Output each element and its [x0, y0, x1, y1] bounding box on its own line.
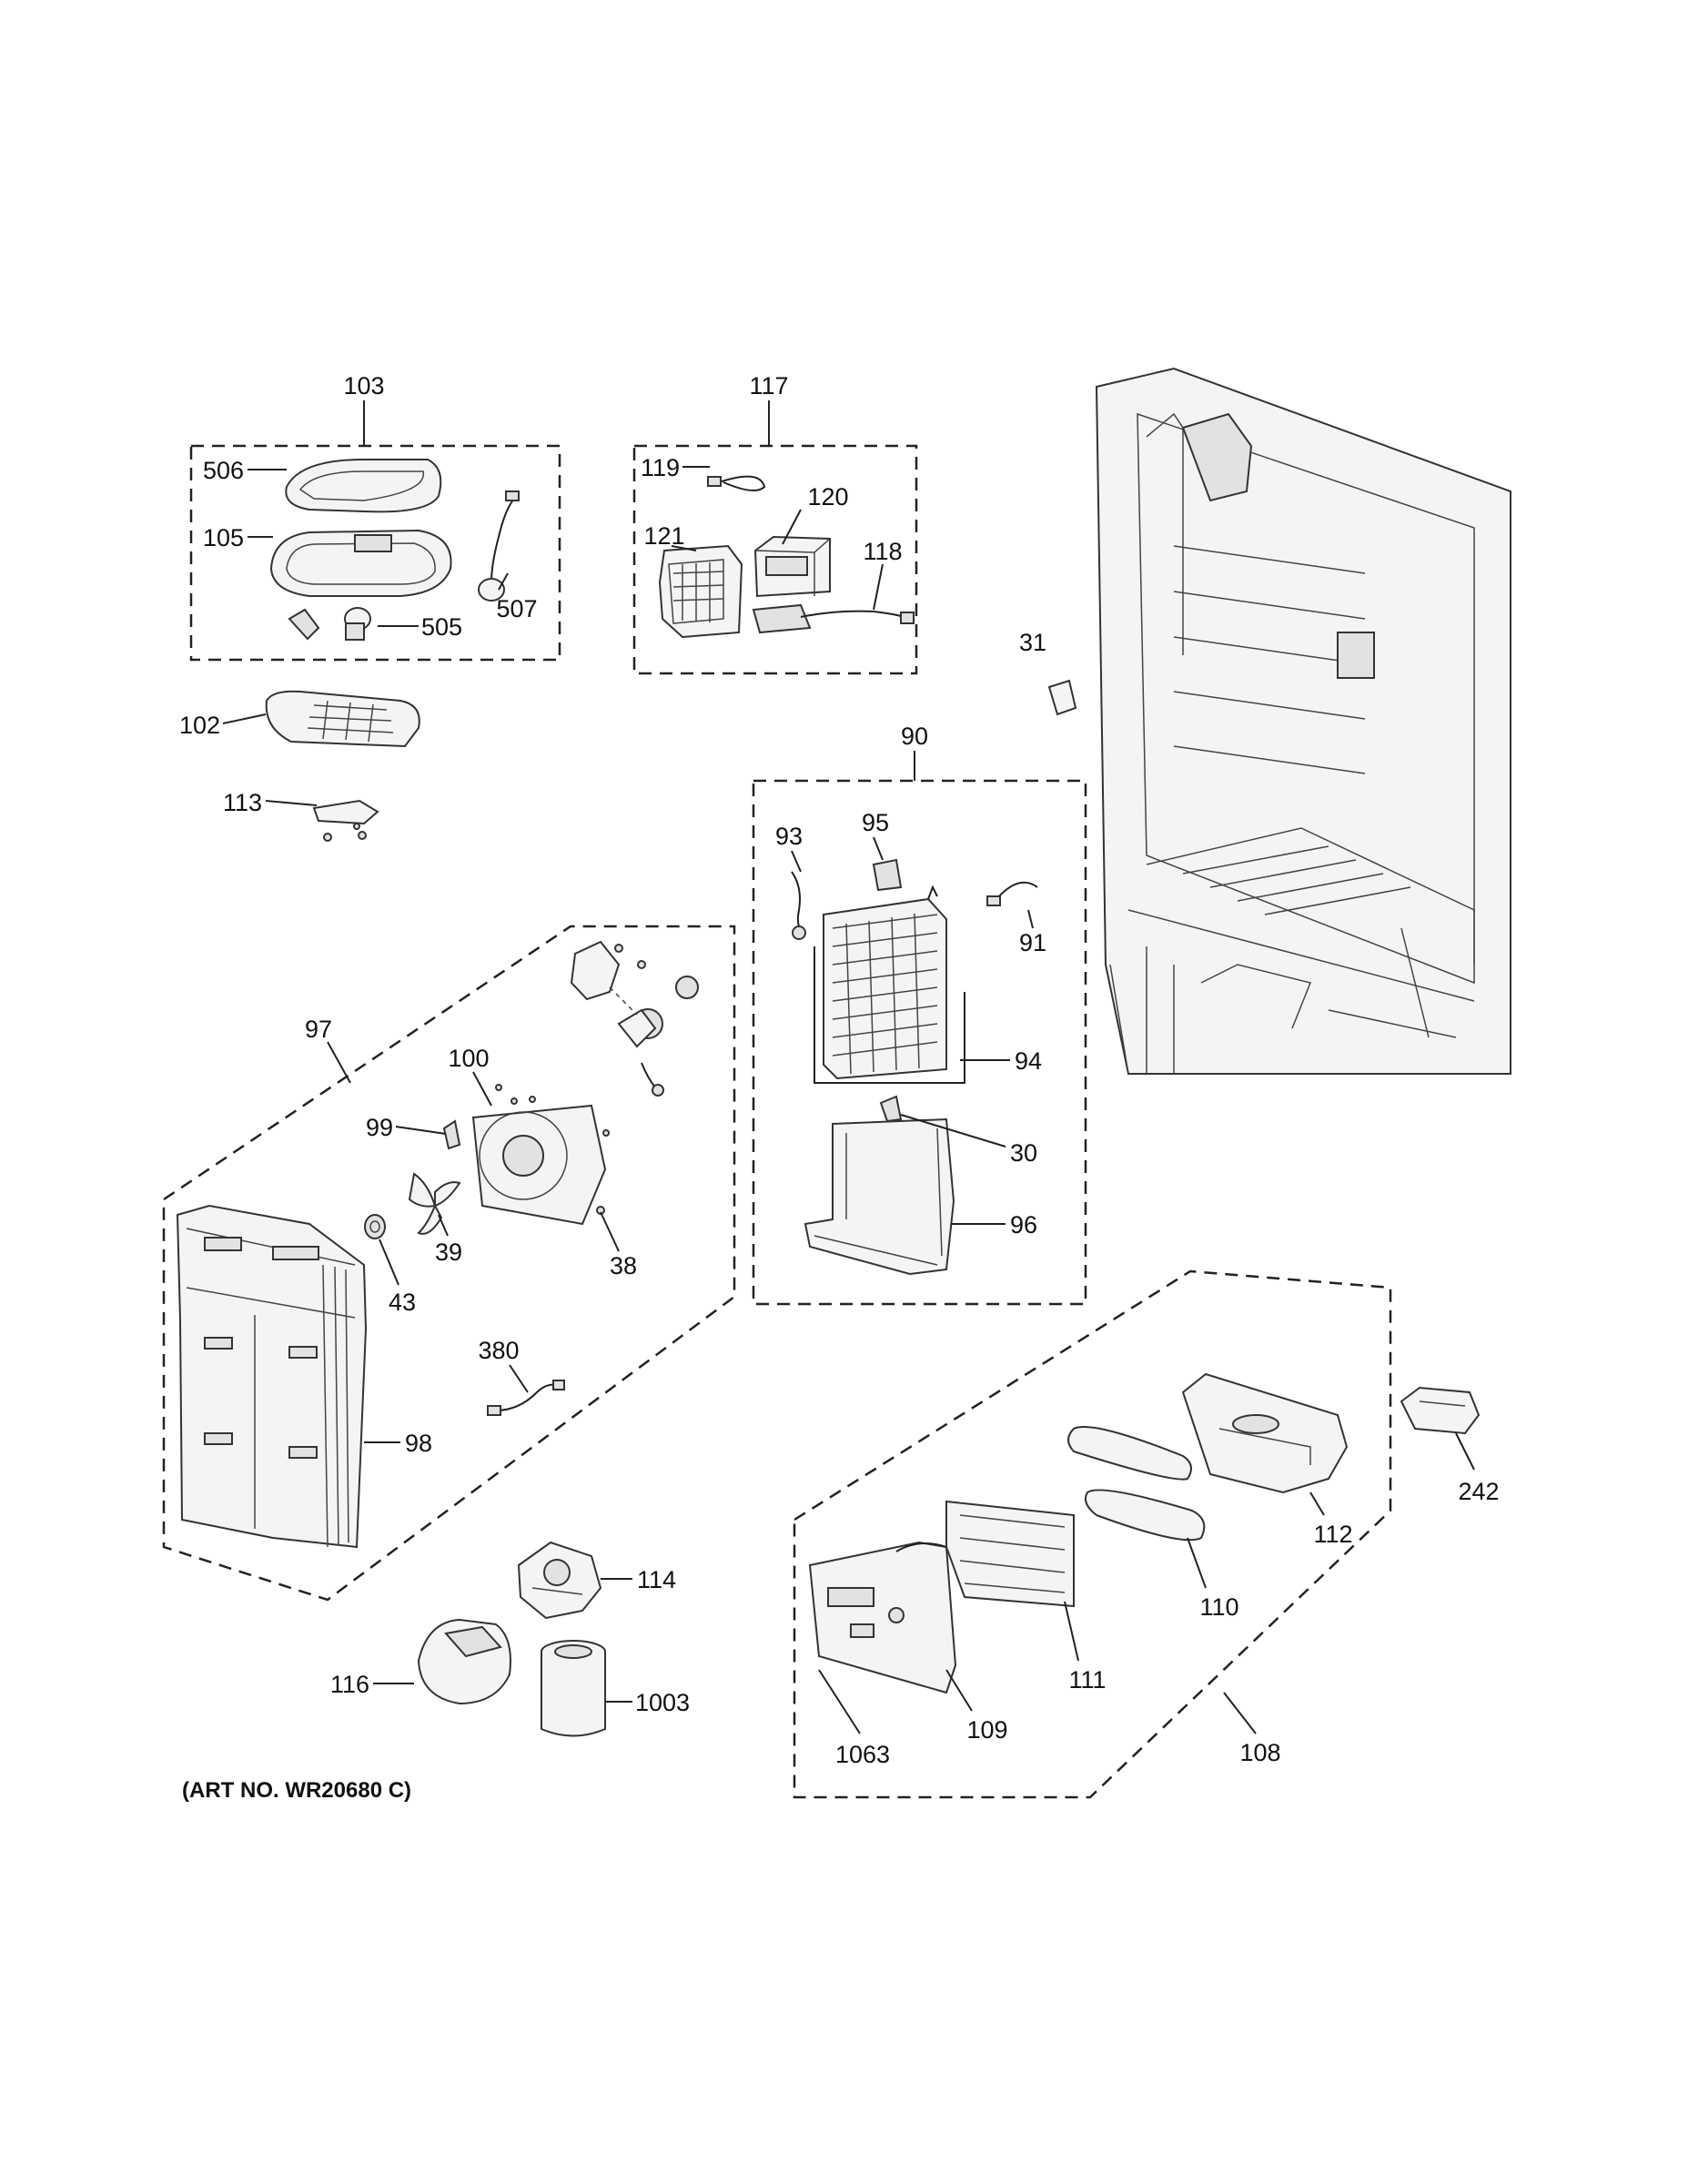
- callout-99[interactable]: 99: [366, 1114, 393, 1141]
- callout-95[interactable]: 95: [862, 809, 889, 836]
- callout-30[interactable]: 30: [1010, 1139, 1037, 1167]
- callout-98[interactable]: 98: [405, 1430, 432, 1457]
- callout-111[interactable]: 111: [1068, 1666, 1106, 1694]
- callout-102[interactable]: 102: [179, 712, 220, 739]
- part-95-clip[interactable]: [872, 858, 903, 892]
- group-box-108: [793, 1269, 1392, 1799]
- callout-31[interactable]: 31: [1019, 629, 1046, 656]
- callout-39[interactable]: 39: [435, 1239, 462, 1266]
- part-242-connector[interactable]: [1400, 1386, 1481, 1435]
- part-91-harness[interactable]: [986, 881, 1038, 906]
- callout-43[interactable]: 43: [389, 1289, 416, 1316]
- callout-110[interactable]: 110: [1199, 1593, 1238, 1621]
- callout-120[interactable]: 120: [807, 483, 848, 511]
- part-30-clip[interactable]: [879, 1095, 903, 1123]
- callout-38[interactable]: 38: [610, 1252, 637, 1279]
- callout-114[interactable]: 114: [637, 1566, 676, 1593]
- part-116-cover[interactable]: [417, 1618, 511, 1705]
- callout-507[interactable]: 507: [496, 595, 537, 622]
- callout-96[interactable]: 96: [1010, 1211, 1037, 1239]
- part-118-harness[interactable]: [752, 603, 915, 634]
- group-box-90: [752, 779, 1087, 1306]
- callout-91[interactable]: 91: [1019, 929, 1046, 956]
- part-110-filter-tube[interactable]: [1067, 1426, 1206, 1542]
- callout-116[interactable]: 116: [330, 1671, 369, 1698]
- part-507-wire[interactable]: [478, 490, 520, 602]
- part-111-insulation[interactable]: [945, 1500, 1075, 1608]
- callout-112[interactable]: 112: [1313, 1521, 1352, 1548]
- callout-94[interactable]: 94: [1015, 1047, 1042, 1075]
- part-31-clip[interactable]: [1047, 679, 1077, 716]
- callout-103[interactable]: 103: [343, 372, 384, 399]
- part-105-frame[interactable]: [269, 529, 452, 597]
- refrigerator-cabinet: [1095, 367, 1511, 1075]
- part-99-clip[interactable]: [442, 1119, 461, 1150]
- callout-118[interactable]: 118: [863, 538, 902, 565]
- callout-105[interactable]: 105: [203, 524, 244, 551]
- part-94-evaporator[interactable]: [814, 885, 965, 1084]
- callout-117[interactable]: 117: [749, 372, 788, 399]
- part-96-cover[interactable]: [804, 1117, 955, 1276]
- part-380-harness[interactable]: [487, 1380, 565, 1416]
- part-1003-filter[interactable]: [541, 1640, 606, 1737]
- group-box-103: [189, 444, 561, 662]
- part-120-box[interactable]: [753, 535, 831, 598]
- part-43-ring[interactable]: [364, 1214, 386, 1239]
- callout-505[interactable]: 505: [421, 613, 462, 641]
- callout-109[interactable]: 109: [966, 1716, 1007, 1744]
- part-119-wire[interactable]: [707, 475, 766, 491]
- part-112-bracket[interactable]: [1181, 1372, 1349, 1494]
- art-number: (ART NO. WR20680 C): [182, 1778, 411, 1803]
- callout-93[interactable]: 93: [775, 823, 803, 850]
- part-113-bracket[interactable]: [312, 799, 379, 842]
- callout-380[interactable]: 380: [478, 1337, 519, 1364]
- callout-242[interactable]: 242: [1458, 1478, 1499, 1505]
- callout-100[interactable]: 100: [448, 1045, 489, 1072]
- part-114-housing[interactable]: [517, 1541, 602, 1620]
- part-505-bulb[interactable]: [288, 607, 371, 641]
- leader-lines: [222, 400, 1475, 1734]
- callout-108[interactable]: 108: [1239, 1739, 1280, 1766]
- group-box-117: [632, 444, 918, 675]
- part-100-fan-shroud[interactable]: [471, 1084, 610, 1226]
- callout-1063[interactable]: 1063: [835, 1741, 890, 1768]
- part-102-grille[interactable]: [265, 690, 420, 748]
- callout-121[interactable]: 121: [643, 522, 684, 550]
- callout-506[interactable]: 506: [203, 457, 244, 484]
- callout-113[interactable]: 113: [223, 789, 262, 816]
- part-fan-bracket-assembly[interactable]: [570, 940, 699, 1097]
- part-506-gasket[interactable]: [285, 459, 442, 513]
- part-121-housing[interactable]: [658, 544, 743, 639]
- group-box-97: [162, 925, 736, 1602]
- callout-labels: 103 506 105 505 507 117 119 120 121 118 …: [179, 372, 1500, 1768]
- part-39-fan-blade[interactable]: [408, 1172, 461, 1235]
- part-93-sensor[interactable]: [791, 871, 806, 940]
- part-109-cover[interactable]: [808, 1541, 957, 1694]
- callout-119[interactable]: 119: [641, 454, 680, 481]
- callout-97[interactable]: 97: [305, 1016, 332, 1043]
- part-98-evaporator-cover[interactable]: [176, 1204, 368, 1549]
- callout-90[interactable]: 90: [901, 723, 928, 750]
- callout-1003[interactable]: 1003: [635, 1689, 690, 1716]
